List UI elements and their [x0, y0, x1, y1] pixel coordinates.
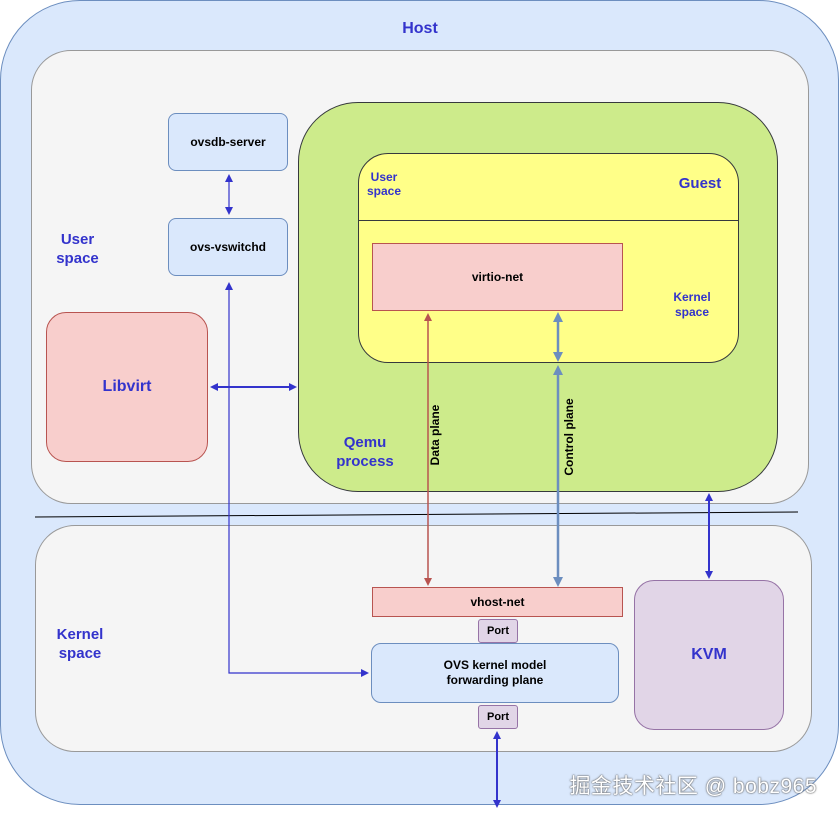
guest-user-space-label: User space — [366, 170, 402, 198]
virtio-net-label: virtio-net — [471, 270, 524, 284]
port-top-box: Port — [478, 619, 518, 643]
libvirt-box: Libvirt — [46, 312, 208, 462]
ovs-vswitchd-label: ovs-vswitchd — [189, 240, 267, 254]
control-plane-label: Control plane — [562, 398, 576, 476]
vhost-net-label: vhost-net — [470, 595, 525, 609]
kvm-label: KVM — [691, 646, 727, 663]
host-label: Host — [402, 20, 438, 37]
guest-kernel-space-label: Kernel space — [673, 290, 711, 319]
ovsdb-server-box: ovsdb-server — [168, 113, 288, 171]
ovsdb-server-label: ovsdb-server — [190, 135, 266, 149]
data-plane-label: Data plane — [428, 404, 442, 466]
guest-title: Guest — [678, 175, 722, 192]
qemu-process-label: Qemu process — [336, 434, 394, 470]
libvirt-label: Libvirt — [102, 378, 152, 395]
port-top-label: Port — [487, 625, 509, 637]
ovs-kernel-box: OVS kernel model forwarding plane — [371, 643, 619, 703]
kernel-space-label: Kernel space — [56, 626, 104, 662]
guest-divider — [358, 220, 739, 221]
vhost-net-box: vhost-net — [372, 587, 623, 617]
user-space-label: User space — [56, 231, 99, 267]
watermark-text: 掘金技术社区 @ bobz965 — [569, 775, 817, 798]
ovs-vswitchd-box: ovs-vswitchd — [168, 218, 288, 276]
ovs-kernel-label: OVS kernel model forwarding plane — [443, 658, 547, 687]
port-bottom-label: Port — [487, 711, 509, 723]
port-bottom-box: Port — [478, 705, 518, 729]
virtio-net-box: virtio-net — [372, 243, 623, 311]
kvm-box: KVM — [634, 580, 784, 730]
